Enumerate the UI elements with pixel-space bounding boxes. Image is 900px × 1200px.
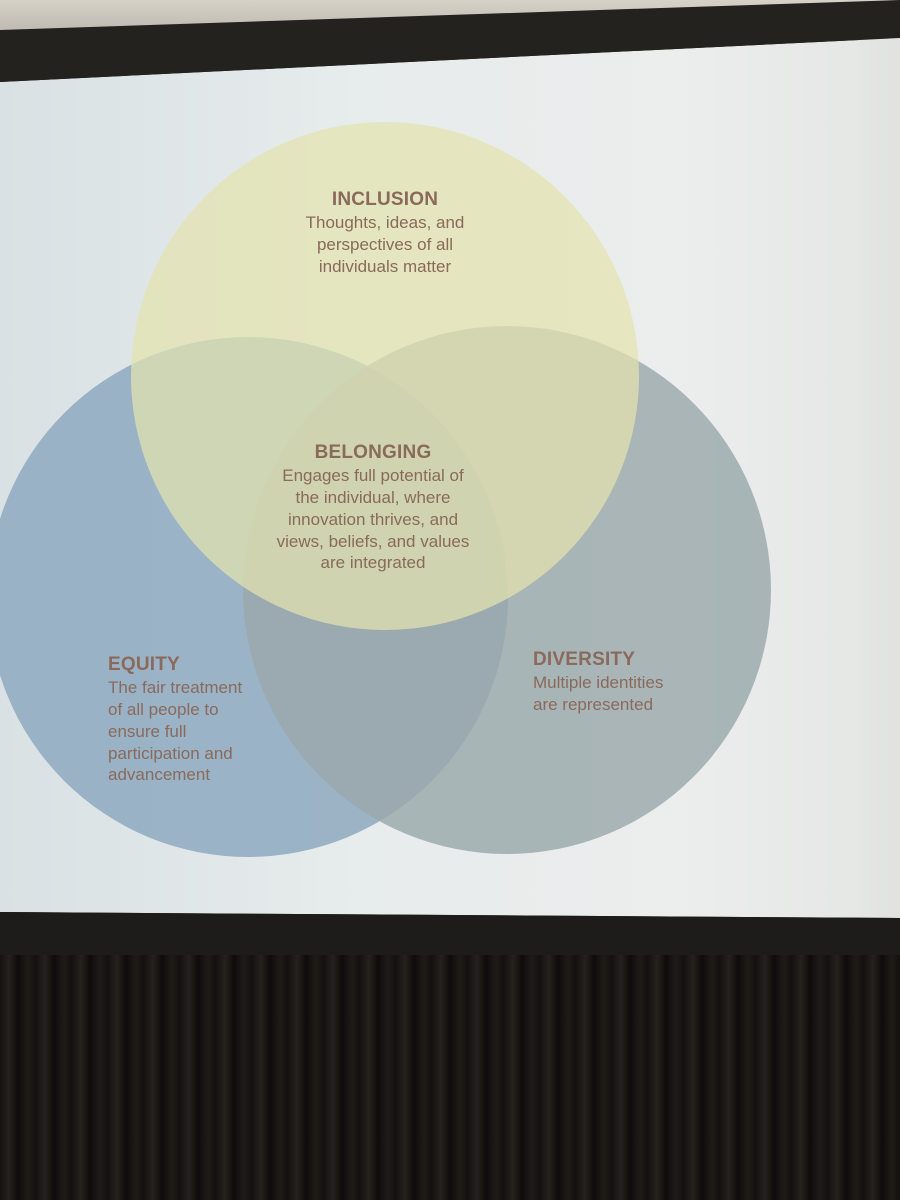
diversity-description: Multiple identities are represented [533,673,664,715]
belonging-description: Engages full potential of the individual… [276,466,470,573]
stage-curtain [0,955,900,1200]
inclusion-circle [131,122,639,630]
diversity-label: DIVERSITY Multiple identities are repres… [533,648,733,716]
inclusion-heading: INCLUSION [331,189,439,210]
inclusion-label: INCLUSION Thoughts, ideas, and perspecti… [265,188,505,278]
belonging-heading: BELONGING [314,442,432,463]
belonging-label: BELONGING Engages full potential of the … [248,441,498,574]
equity-heading: EQUITY [108,654,180,675]
diversity-heading: DIVERSITY [533,649,636,670]
equity-description: The fair treatment of all people to ensu… [108,678,243,785]
slide-edge-highlight [855,38,900,918]
equity-label: EQUITY The fair treatment of all people … [108,653,278,786]
inclusion-description: Thoughts, ideas, and perspectives of all… [305,213,465,276]
